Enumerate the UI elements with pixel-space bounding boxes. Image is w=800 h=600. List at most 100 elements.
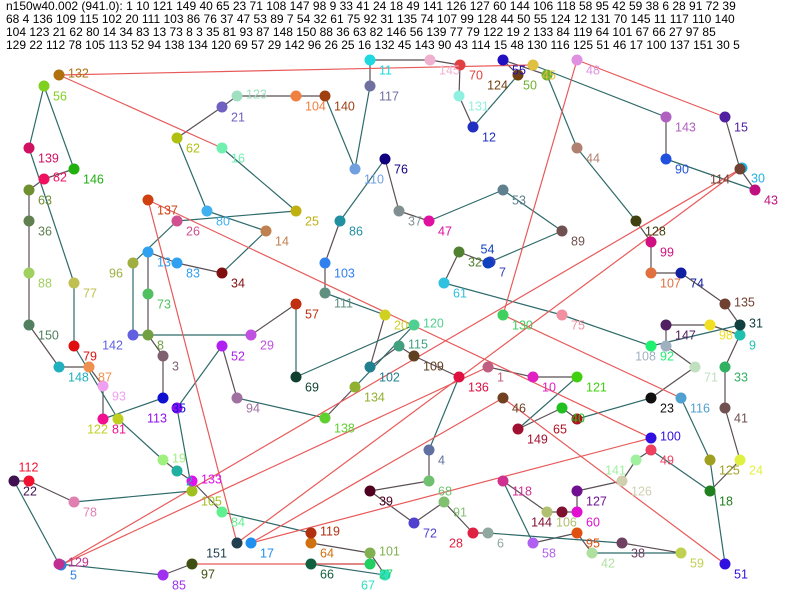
node-61 — [438, 277, 450, 289]
node-104 — [290, 90, 302, 102]
node-25 — [290, 205, 302, 217]
tour-edge — [250, 303, 297, 336]
node-46 — [497, 392, 509, 404]
node-75 — [556, 309, 568, 321]
tour-edge — [354, 324, 415, 388]
node-83 — [171, 257, 183, 269]
tour-edge — [576, 147, 637, 222]
node-94 — [231, 392, 243, 404]
node-label: 28 — [449, 537, 463, 551]
node-label: 39 — [379, 495, 393, 509]
node-label: 105 — [201, 495, 222, 509]
node-label: 80 — [216, 215, 230, 229]
node-96 — [127, 257, 139, 269]
node-120 — [408, 319, 420, 331]
tour-edge — [650, 366, 696, 399]
node-label: 20 — [394, 319, 408, 333]
node-label: 140 — [334, 100, 355, 114]
node-label: 30 — [751, 172, 765, 186]
tour-edge — [176, 262, 223, 274]
node-label: 73 — [157, 298, 171, 312]
node-141 — [630, 454, 642, 466]
tour-edge — [147, 199, 238, 544]
node-label: 146 — [83, 173, 104, 187]
node-label: 137 — [157, 204, 178, 218]
node-102 — [364, 361, 376, 373]
node-label: 115 — [408, 338, 428, 352]
node-32 — [453, 246, 465, 258]
node-54 — [482, 257, 494, 269]
node-label: 54 — [481, 243, 495, 257]
tour-edge — [28, 324, 60, 368]
tour-edge — [413, 355, 460, 378]
node-label: 74 — [690, 277, 704, 291]
node-label: 117 — [379, 90, 399, 104]
tour-edge — [236, 167, 743, 544]
node-93 — [97, 380, 109, 392]
node-label: 58 — [542, 547, 556, 561]
node-label: 98 — [719, 329, 733, 343]
node-68 — [423, 475, 435, 487]
tour-edge — [369, 480, 430, 492]
node-label: 60 — [586, 516, 600, 530]
node-24 — [734, 454, 746, 466]
tour-edge — [58, 563, 164, 576]
node-28 — [467, 527, 479, 539]
node-label: 100 — [660, 430, 681, 444]
node-label: 33 — [734, 371, 748, 385]
node-138 — [319, 412, 331, 424]
node-80 — [201, 205, 213, 217]
node-label: 102 — [379, 371, 400, 385]
node-16 — [216, 142, 228, 154]
node-74 — [675, 267, 687, 279]
tour-edge — [576, 480, 623, 492]
node-label: 111 — [334, 297, 353, 311]
tour-edge — [621, 542, 682, 554]
node-145 — [424, 54, 436, 66]
node-label: 63 — [38, 194, 52, 208]
node-label: 76 — [394, 163, 408, 177]
node-label: 121 — [586, 381, 607, 395]
node-label: 108 — [635, 350, 656, 364]
node-label: 31 — [749, 317, 763, 331]
node-label: 22 — [23, 485, 37, 499]
node-144 — [556, 506, 568, 518]
node-label: 77 — [83, 287, 97, 301]
node-label: 147 — [675, 329, 696, 343]
node-27 — [364, 558, 376, 570]
node-label: 93 — [112, 390, 126, 404]
node-label: 114 — [710, 173, 730, 187]
node-label: 72 — [423, 527, 437, 541]
node-label: 59 — [690, 557, 704, 571]
node-label: 37 — [408, 215, 422, 229]
tour-edge — [60, 366, 489, 566]
node-57 — [290, 298, 302, 310]
node-label: 145 — [439, 64, 460, 78]
tour-edge — [561, 314, 652, 347]
node-98 — [704, 319, 716, 331]
node-10 — [527, 371, 539, 383]
node-label: 35 — [172, 402, 186, 416]
tour-edge — [502, 59, 548, 76]
node-89 — [556, 225, 568, 237]
node-label: 96 — [109, 267, 123, 281]
tour-edge — [221, 147, 297, 212]
node-105 — [186, 485, 198, 497]
node-124 — [512, 69, 524, 81]
node-label: 65 — [553, 423, 567, 437]
node-label: 116 — [690, 402, 710, 416]
header-line: 129 22 112 78 105 113 52 94 138 134 120 … — [6, 38, 740, 52]
node-116 — [675, 392, 687, 404]
node-label: 10 — [542, 381, 556, 395]
node-label: 69 — [305, 381, 319, 395]
node-label: 134 — [364, 391, 385, 405]
node-4 — [423, 444, 435, 456]
tour-edge — [102, 397, 164, 420]
header-line: 104 123 21 62 80 14 34 83 13 73 8 3 35 8… — [6, 25, 716, 39]
node-20 — [379, 309, 391, 321]
node-40 — [556, 402, 568, 414]
tour-edge — [680, 272, 726, 305]
node-label: 90 — [675, 163, 689, 177]
node-label: 4 — [438, 454, 445, 468]
node-label: 126 — [631, 485, 652, 499]
